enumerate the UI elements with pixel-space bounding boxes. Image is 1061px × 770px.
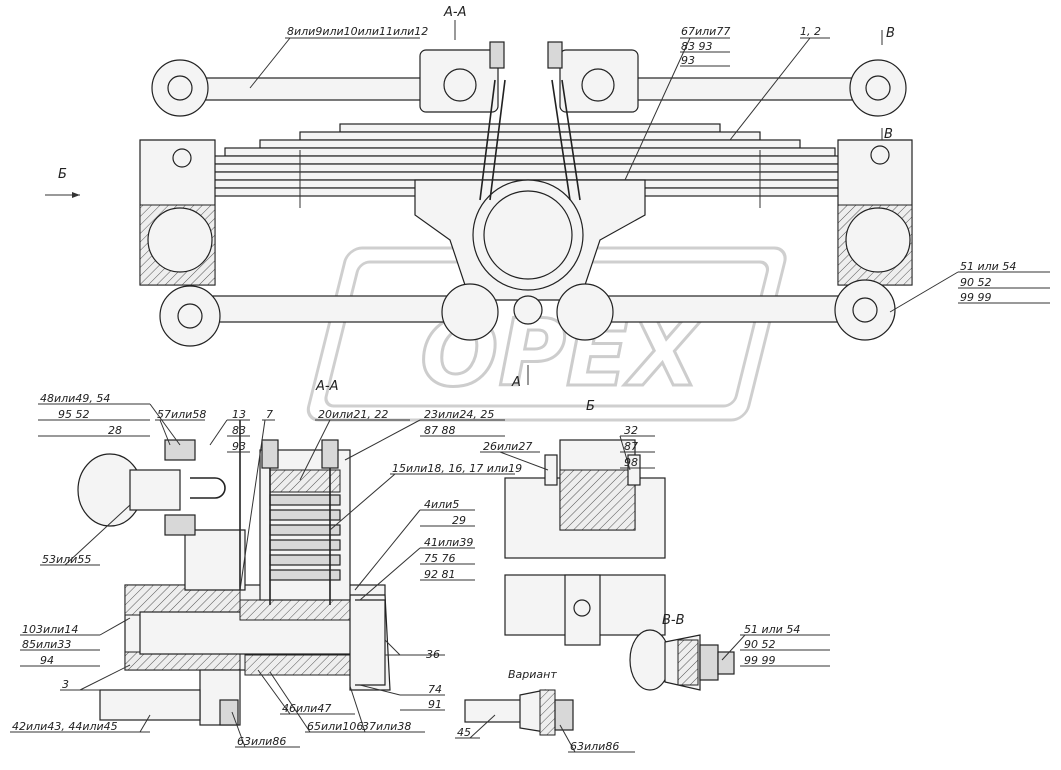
callout-90: 90 52 [960, 276, 992, 289]
section-aa-view [77, 420, 391, 726]
callout-57: 57или58 [157, 408, 206, 421]
callout-3: 3 [62, 678, 69, 691]
callout-92: 92 81 [424, 568, 456, 581]
variant-view [464, 689, 574, 736]
callout-87: 87 88 [424, 424, 456, 437]
view-mark-b-side: Б [58, 167, 67, 182]
upper-rod-left [194, 77, 436, 101]
callout-36: 36 [426, 648, 440, 661]
section-mark-vv-mid: В [884, 127, 893, 142]
callout-48: 48или49, 54 [40, 392, 110, 405]
callout-15: 15или18, 16, 17 или19 [392, 462, 522, 475]
callout-93b: 93 [232, 440, 246, 453]
callout-8: 8или9или10или11или12 [287, 25, 428, 38]
view-b [504, 439, 666, 646]
callout-1-2: 1, 2 [800, 25, 821, 38]
callout-95: 95 52 [58, 408, 90, 421]
callout-28: 28 [108, 424, 122, 437]
variant-label: Вариант [508, 668, 557, 681]
section-mark-vv-top: В [886, 26, 895, 41]
callout-29: 29 [452, 514, 466, 527]
callout-91: 91 [428, 698, 442, 711]
lower-rod-left [209, 295, 451, 323]
callout-93a: 93 [681, 54, 695, 67]
callout-87b: 87 [624, 440, 638, 453]
callout-65: 65или106 [307, 720, 363, 733]
callout-99: 99 99 [960, 291, 992, 304]
section-mark-aa-bottom: А [511, 375, 521, 390]
section-mark-aa-top: А-А [443, 5, 466, 20]
callout-42: 42или43, 44или45 [12, 720, 118, 733]
view-mark-aa: А-А [315, 379, 338, 394]
callout-67: 67или77 [681, 25, 730, 38]
callout-90b: 90 52 [744, 638, 776, 651]
callout-85: 85или33 [22, 638, 71, 651]
callout-53: 53или55 [42, 553, 91, 566]
lower-rod-right [604, 295, 846, 323]
callout-98: 98 [624, 456, 638, 469]
callout-32: 32 [624, 424, 638, 437]
callout-103: 103или14 [22, 623, 78, 636]
callout-94: 94 [40, 654, 54, 667]
labels: А-А А Б Б В В В-В А-А Вариант 8или9или10… [12, 5, 1016, 753]
callout-13: 13 [232, 408, 246, 421]
callout-7: 7 [266, 408, 273, 421]
callout-46: 46или47 [282, 702, 331, 715]
callout-4: 4или5 [424, 498, 459, 511]
callout-51b: 51 или 54 [744, 623, 800, 636]
callout-45: 45 [457, 726, 471, 739]
callout-74: 74 [428, 683, 442, 696]
callout-37: 37или38 [362, 720, 411, 733]
callout-83a: 83 93 [681, 40, 713, 53]
callout-63a: 63или86 [237, 735, 286, 748]
callout-51: 51 или 54 [960, 260, 1016, 273]
callout-75: 75 76 [424, 552, 456, 565]
callout-23: 23или24, 25 [424, 408, 494, 421]
callout-20: 20или21, 22 [318, 408, 388, 421]
main-view [45, 20, 913, 385]
view-vv [629, 629, 735, 691]
callout-63b: 63или86 [570, 740, 619, 753]
ball-joint-left [77, 439, 226, 536]
view-mark-b: Б [586, 399, 595, 414]
callout-83b: 83 [232, 424, 246, 437]
leader-lines [10, 37, 1050, 753]
callout-41: 41или39 [424, 536, 473, 549]
view-mark-vv: В-В [662, 613, 685, 628]
callout-99b: 99 99 [744, 654, 776, 667]
callout-26: 26или27 [483, 440, 532, 453]
upper-rod-right [629, 77, 861, 101]
